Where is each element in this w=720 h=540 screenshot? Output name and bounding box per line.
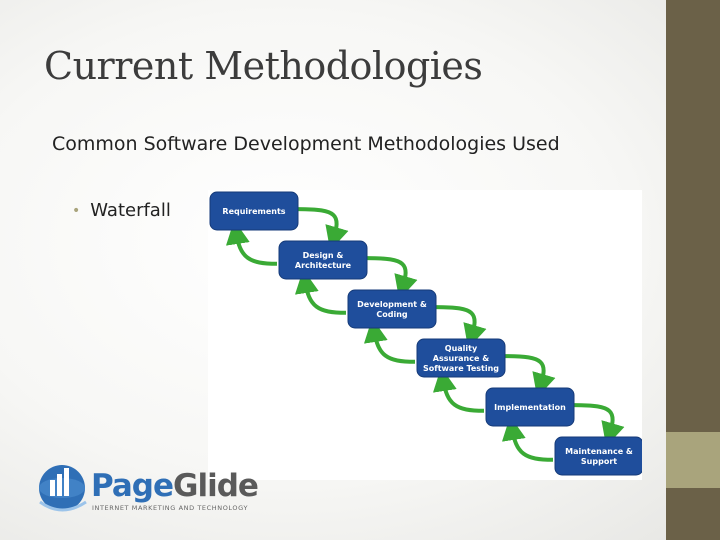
stage-box [347,289,437,329]
forward-arrow-icon [435,305,487,349]
stage-label: Architecture [295,261,352,270]
waterfall-stage: Design &Architecture [278,240,368,280]
waterfall-stage: Development &Coding [347,289,437,329]
stage-label: Maintenance & [565,447,633,456]
stage-label: Development & [357,300,427,309]
bullet-dot-icon: • [72,202,81,219]
logo-word-page: Page [91,468,174,504]
waterfall-stage: Requirements [209,191,299,231]
stage-label: Assurance & [433,354,489,363]
bullet-text: Waterfall [90,200,171,221]
stage-label: Software Testing [423,364,499,373]
waterfall-stage: Maintenance &Support [554,436,642,476]
pageglide-logo: PageGlide INTERNET MARKETING AND TECHNOL… [36,458,259,520]
stage-box [416,338,506,378]
logo-word-glide: Glide [173,468,259,504]
sidebar-accent-block [666,432,720,488]
stage-label: Implementation [494,403,566,412]
feedback-arrow-icon [225,220,278,266]
chart-globe-icon [39,465,87,512]
feedback-arrow-icon [501,416,554,462]
slide-title: Current Methodologies [44,44,483,88]
forward-arrow-icon [573,403,625,447]
slide-subtitle: Common Software Development Methodologie… [52,133,560,155]
logo-wordmark: PageGlide [91,468,259,504]
bullet-item: • Waterfall [72,200,171,221]
feedback-arrow-icon [294,269,347,315]
logo-tagline: INTERNET MARKETING AND TECHNOLOGY [92,504,249,512]
forward-arrow-icon [504,354,556,398]
feedback-arrow-icon [432,367,485,413]
bullet-list: • Waterfall [72,200,171,221]
stage-label: Requirements [222,207,285,216]
waterfall-stage: Implementation [485,387,575,427]
stage-box [278,240,368,280]
stage-box [209,191,299,231]
stage-label: Coding [376,310,408,319]
stage-label: Support [581,457,617,466]
stage-box [485,387,575,427]
stage-label: Design & [303,251,344,260]
feedback-arrow-icon [363,318,416,364]
stage-box [554,436,642,476]
forward-arrow-icon [366,256,418,300]
stage-label: Quality [445,344,478,353]
forward-arrow-icon [297,207,349,251]
